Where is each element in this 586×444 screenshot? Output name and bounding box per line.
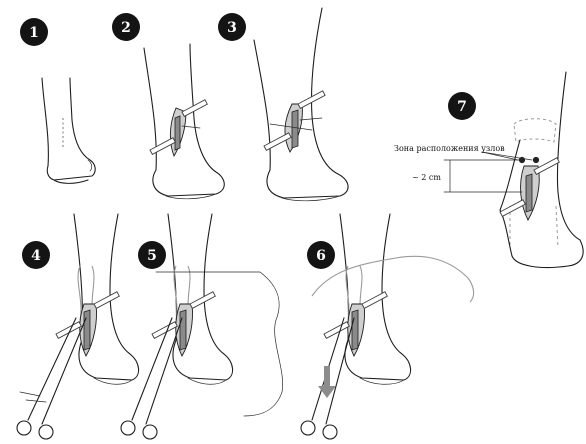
step-badge-2: 2 (112, 13, 140, 41)
step-badge-4: 4 (22, 241, 50, 269)
step-number-3: 3 (227, 20, 237, 36)
step-number-6: 6 (316, 248, 326, 264)
step-number-7: 7 (457, 99, 467, 115)
step-badge-7: 7 (448, 92, 476, 120)
step-number-2: 2 (121, 20, 131, 36)
step-badge-1: 1 (20, 18, 48, 46)
step-number-1: 1 (29, 25, 39, 41)
distance-label: ~ 2 cm (412, 173, 441, 182)
step-badge-3: 3 (218, 13, 246, 41)
knot-zone-label: Зона расположения узлов (394, 144, 505, 153)
panel-2 (144, 44, 224, 199)
step-number-5: 5 (147, 248, 157, 264)
panel-1 (42, 78, 95, 183)
step-badge-5: 5 (138, 241, 166, 269)
step-number-4: 4 (31, 248, 41, 264)
step-badge-6: 6 (307, 241, 335, 269)
panel-3 (254, 8, 348, 201)
